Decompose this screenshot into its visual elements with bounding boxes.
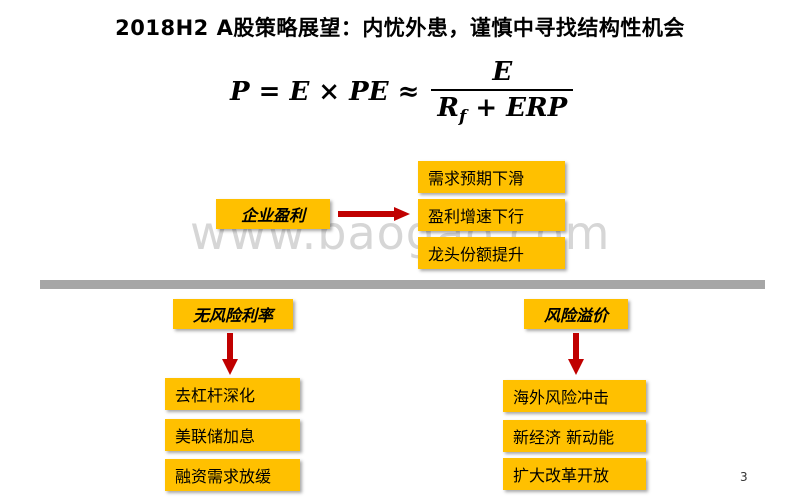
formula-denominator: Rf + ERP: [437, 92, 568, 128]
formula-fraction: E Rf + ERP: [431, 56, 574, 128]
riskpremium-item-0: 海外风险冲击: [503, 380, 646, 412]
riskpremium-item-1: 新经济 新动能: [503, 420, 646, 452]
risk-premium-label: 风险溢价: [524, 299, 628, 329]
page-number: 3: [740, 470, 748, 484]
valuation-formula: P = E × PE ≈ E Rf + ERP: [230, 52, 574, 132]
enterprise-item-1: 盈利增速下行: [418, 199, 565, 231]
fraction-bar: [431, 88, 574, 91]
formula-numerator: E: [492, 56, 513, 87]
enterprise-item-0: 需求预期下滑: [418, 161, 565, 193]
arrow-down-icon: [222, 333, 238, 375]
enterprise-item-2: 龙头份额提升: [418, 237, 565, 269]
arrow-right-icon: [338, 207, 410, 221]
section-divider: [40, 280, 765, 289]
slide-title: 2018H2 A股策略展望：内忧外患，谨慎中寻找结构性机会: [115, 16, 685, 40]
riskfree-item-2: 融资需求放缓: [165, 459, 300, 491]
arrow-down-icon: [568, 333, 584, 375]
riskfree-item-0: 去杠杆深化: [165, 378, 300, 410]
riskfree-rate-label: 无风险利率: [173, 299, 293, 329]
enterprise-earnings-label: 企业盈利: [216, 199, 330, 229]
riskpremium-item-2: 扩大改革开放: [503, 458, 646, 490]
formula-lhs: P = E × PE ≈: [230, 77, 420, 107]
riskfree-item-1: 美联储加息: [165, 419, 300, 451]
